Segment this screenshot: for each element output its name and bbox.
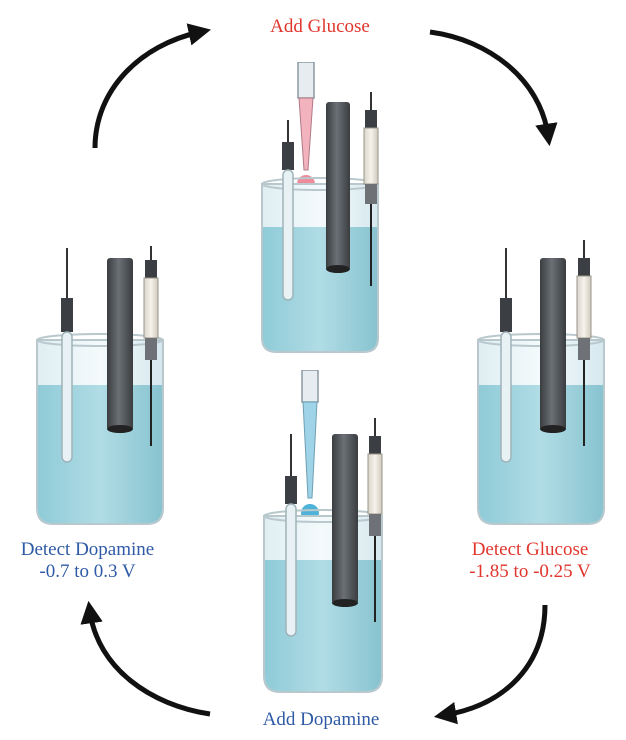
beaker-detect-glucose xyxy=(477,240,605,525)
add-glucose-label: Add Glucose xyxy=(270,16,370,37)
add-dopamine-label: Add Dopamine xyxy=(262,709,380,730)
counter-electrode-rod xyxy=(107,258,133,433)
beaker-body xyxy=(263,509,383,693)
beaker-add-dopamine xyxy=(263,370,383,693)
pipette-dopamine xyxy=(301,370,319,522)
detect-dopamine-label: Detect Dopamine -0.7 to 0.3 V xyxy=(0,539,175,583)
arrow-top-left xyxy=(92,23,211,149)
detect-dopamine-range: -0.7 to 0.3 V xyxy=(39,561,136,582)
detect-glucose-label: Detect Glucose -1.85 to -0.25 V xyxy=(440,539,620,583)
pipette-glucose xyxy=(297,62,315,193)
reference-electrode xyxy=(367,418,383,622)
counter-electrode-rod xyxy=(332,434,358,607)
counter-electrode-rod xyxy=(540,258,566,433)
reference-electrode xyxy=(143,246,159,446)
beaker-add-glucose xyxy=(261,62,379,353)
working-electrode xyxy=(61,248,73,463)
arrow-bottom-left xyxy=(80,600,211,717)
reference-electrode xyxy=(576,240,592,446)
detect-dopamine-title: Detect Dopamine xyxy=(20,539,155,560)
beaker-body xyxy=(36,333,164,525)
working-electrode xyxy=(282,120,294,301)
beaker-detect-dopamine xyxy=(36,246,164,525)
counter-electrode-rod xyxy=(326,102,350,273)
detect-glucose-title: Detect Glucose xyxy=(471,539,589,560)
arrow-bottom-right xyxy=(433,604,548,725)
working-electrode xyxy=(500,248,512,463)
working-electrode xyxy=(285,434,297,637)
arrow-top-right xyxy=(429,29,558,147)
reference-electrode xyxy=(363,92,379,286)
beaker-body xyxy=(261,177,379,353)
detect-glucose-range: -1.85 to -0.25 V xyxy=(469,561,591,582)
